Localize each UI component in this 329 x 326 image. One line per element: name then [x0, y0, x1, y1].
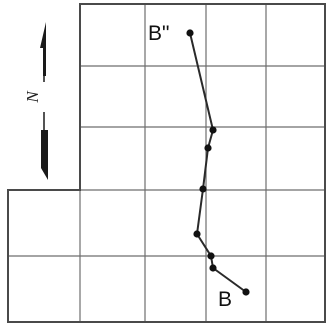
label-b-double-prime: B"	[148, 22, 169, 45]
traverse-point	[209, 126, 217, 134]
traverse-point	[193, 230, 201, 238]
traverse-point	[242, 288, 250, 296]
grid	[8, 4, 325, 322]
traverse-points	[186, 29, 250, 296]
label-b: B	[218, 288, 232, 311]
traverse-point	[199, 185, 207, 193]
north-label: N	[23, 90, 42, 104]
traverse-point	[209, 264, 217, 272]
traverse-point	[204, 144, 212, 152]
traverse-line	[189, 32, 247, 293]
traverse-point	[207, 252, 215, 260]
traverse-point	[186, 29, 194, 37]
grid-outline	[7, 3, 326, 323]
north-arrow-icon	[40, 22, 48, 180]
